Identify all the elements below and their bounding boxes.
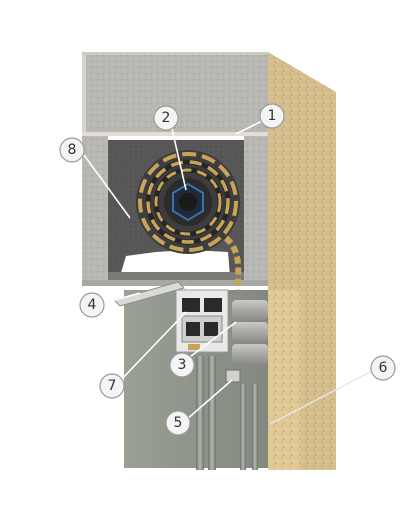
callout-3: 3: [169, 352, 195, 378]
window-frame-profile: [175, 289, 229, 353]
roller-drum: [136, 150, 240, 254]
callout-1-label: 1: [268, 108, 277, 124]
cover-flap: [113, 281, 185, 307]
box-left-wall: [82, 136, 268, 282]
callout-8: 8: [59, 137, 85, 163]
callout-7: 7: [99, 373, 125, 399]
callout-5-label: 5: [174, 415, 183, 431]
shutter-slats: [225, 300, 268, 383]
callout-4-label: 4: [88, 297, 97, 313]
callout-6-label: 6: [379, 360, 388, 376]
callout-1: 1: [259, 103, 285, 129]
callout-3-label: 3: [178, 357, 187, 373]
guide-rail: [196, 356, 258, 470]
callout-2-label: 2: [162, 110, 171, 126]
callout-2: 2: [153, 105, 179, 131]
callout-4: 4: [79, 292, 105, 318]
callout-5: 5: [165, 410, 191, 436]
callout-8-label: 8: [68, 142, 77, 158]
leader-lines: [83, 117, 373, 425]
callout-6: 6: [370, 355, 396, 381]
shutter-curtain-feed: [223, 235, 242, 300]
callout-7-label: 7: [108, 378, 117, 394]
